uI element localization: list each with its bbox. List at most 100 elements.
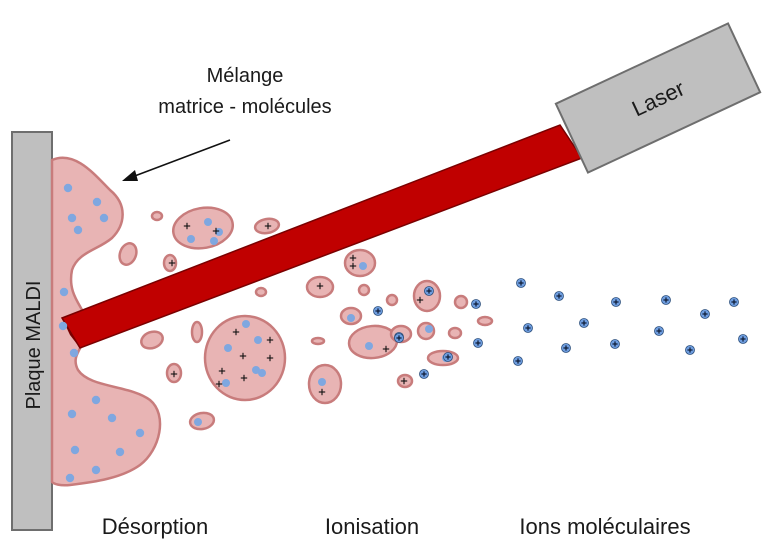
molecule-dot: [58, 321, 68, 331]
molecule-dot: [91, 465, 101, 475]
molecule-dot: [222, 379, 230, 387]
molecular-ion: [443, 352, 453, 362]
molecule-dot: [69, 348, 79, 358]
laser-box: Laser: [554, 22, 762, 174]
plus-sign: [264, 222, 272, 230]
molecular-ion: [373, 306, 383, 316]
molecular-ion: [424, 286, 434, 296]
molecule-dot: [135, 428, 145, 438]
arrow-icon: [122, 139, 231, 181]
fragment: [310, 336, 326, 346]
desorption-fragments: [58, 183, 494, 483]
matrix-blob: [50, 156, 162, 487]
molecular-ion: [471, 299, 481, 309]
molecule-dot: [425, 325, 433, 333]
fragment: [203, 314, 287, 402]
molecule-dot: [252, 366, 260, 374]
plus-sign: [168, 259, 176, 267]
molecule-dot: [107, 413, 117, 423]
molecular-ion: [561, 343, 571, 353]
fragment: [190, 320, 204, 344]
molecule-dot: [67, 409, 77, 419]
molecular-ion: [685, 345, 695, 355]
molecular-ion: [473, 338, 483, 348]
stage-ions-label: Ions moléculaires: [519, 514, 690, 539]
plus-sign: [266, 336, 274, 344]
mixture-label-line1: Mélange: [207, 65, 284, 87]
plus-sign: [212, 227, 220, 235]
stage-ionisation-label: Ionisation: [325, 514, 419, 539]
fragment: [412, 279, 442, 313]
plus-sign: [183, 222, 191, 230]
plus-sign: [232, 328, 240, 336]
molecule-dot: [210, 237, 218, 245]
molecule-dot: [365, 342, 373, 350]
fragment: [150, 210, 164, 222]
plus-sign: [349, 254, 357, 262]
molecule-dot: [92, 197, 102, 207]
molecule-dot: [242, 320, 250, 328]
molecular-ion: [419, 369, 429, 379]
molecular-ion: [523, 323, 533, 333]
plate-label: Plaque MALDI: [23, 281, 45, 410]
molecule-dot: [73, 225, 83, 235]
plus-sign: [316, 282, 324, 290]
molecule-dot: [347, 314, 355, 322]
stage-desorption-label: Désorption: [102, 514, 208, 539]
molecule-dot: [187, 235, 195, 243]
plus-sign: [218, 367, 226, 375]
fragment: [188, 411, 216, 431]
molecule-dot: [70, 445, 80, 455]
molecule-dot: [63, 183, 73, 193]
molecule-dot: [318, 378, 326, 386]
fragment: [453, 294, 469, 310]
fragment: [476, 315, 494, 327]
molecule-dot: [194, 418, 202, 426]
molecule-dot: [115, 447, 125, 457]
molecular-ion: [738, 334, 748, 344]
molecular-ion: [654, 326, 664, 336]
molecule-dot: [224, 344, 232, 352]
molecular-ion: [516, 278, 526, 288]
mixture-label-line2: matrice - molécules: [158, 96, 331, 118]
plus-sign: [239, 352, 247, 360]
molecular-ion: [554, 291, 564, 301]
fragment: [343, 248, 377, 278]
molecular-ion: [661, 295, 671, 305]
plus-sign: [382, 345, 390, 353]
fragment: [347, 324, 399, 360]
plus-sign: [318, 388, 326, 396]
molecular-ion: [610, 339, 620, 349]
plus-sign: [170, 370, 178, 378]
molecule-dot: [254, 336, 262, 344]
molecule-dot: [59, 287, 69, 297]
molecule-dot: [67, 213, 77, 223]
molecule-dot: [258, 369, 266, 377]
molecular-ion: [700, 309, 710, 319]
molecule-dot: [91, 395, 101, 405]
molecular-ion: [394, 333, 404, 343]
fragment: [447, 326, 463, 340]
molecular-ion: [513, 356, 523, 366]
molecule-dot: [215, 228, 223, 236]
maldi-plate: [11, 131, 53, 531]
fragment: [172, 206, 234, 250]
plus-sign: [416, 296, 424, 304]
fragment: [357, 283, 371, 297]
molecular-ion: [729, 297, 739, 307]
plus-sign: [266, 354, 274, 362]
laser-beam: [60, 124, 584, 349]
molecule-dot: [99, 213, 109, 223]
fragment: [140, 330, 164, 350]
molecule-dot: [359, 262, 367, 270]
plus-sign: [400, 377, 408, 385]
molecular-ions: [373, 278, 748, 379]
molecule-dot: [65, 473, 75, 483]
fragment: [118, 242, 138, 266]
molecular-ion: [611, 297, 621, 307]
plus-sign: [215, 380, 223, 388]
fragment: [385, 293, 399, 307]
molecule-dot: [204, 218, 212, 226]
plus-sign: [349, 262, 357, 270]
